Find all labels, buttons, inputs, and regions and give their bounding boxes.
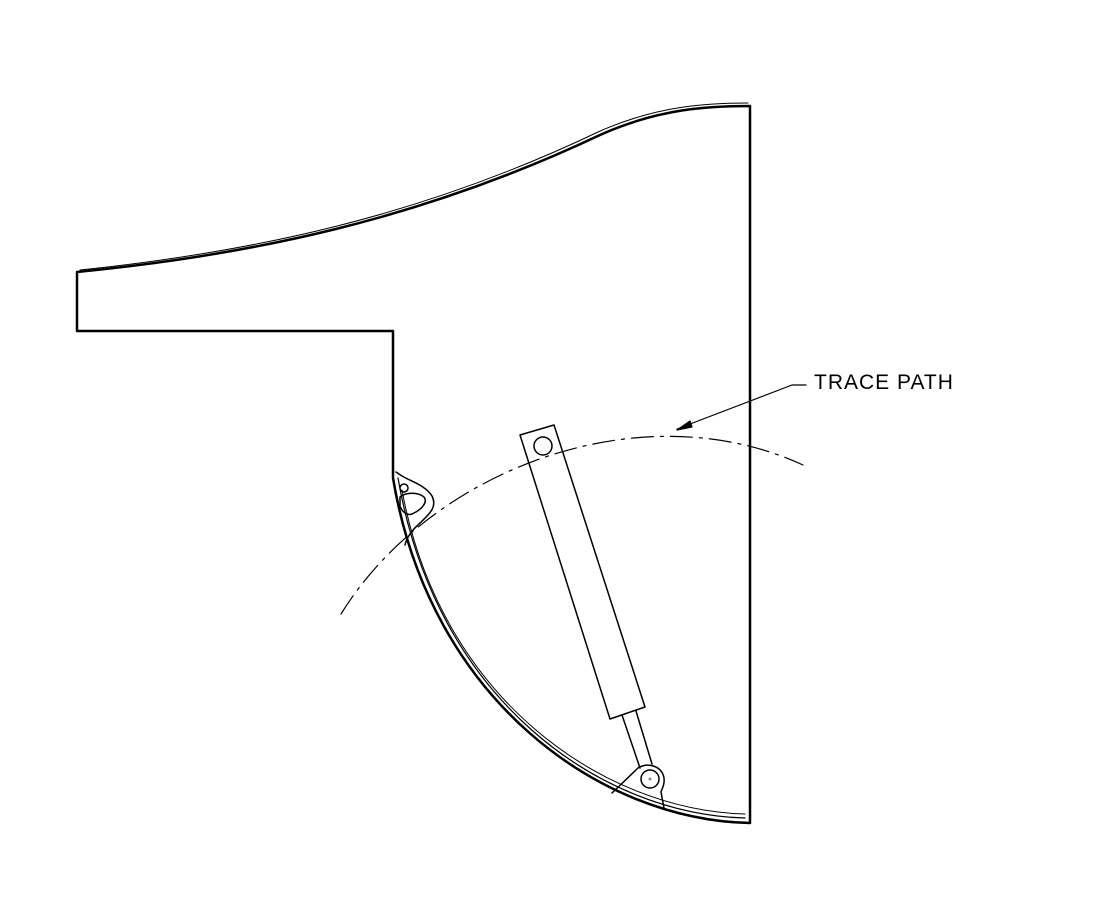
gas-strut <box>519 424 653 769</box>
strut-rod <box>621 714 641 769</box>
pivot-pin <box>640 769 660 789</box>
door-inner-edge-2 <box>401 489 746 815</box>
trace-path-label: TRACE PATH <box>814 371 954 394</box>
housing-top-inner-edge <box>79 102 749 271</box>
housing-outline <box>75 104 752 825</box>
strut-rod <box>635 710 653 765</box>
door-inner-edge <box>397 477 746 819</box>
top-hinge-bracket <box>395 471 435 546</box>
bottom-pivot-bracket <box>611 764 665 809</box>
strut-top-pin <box>533 436 553 456</box>
callout-leader <box>676 384 807 431</box>
strut-cylinder <box>519 424 646 720</box>
trace-path <box>340 435 804 615</box>
